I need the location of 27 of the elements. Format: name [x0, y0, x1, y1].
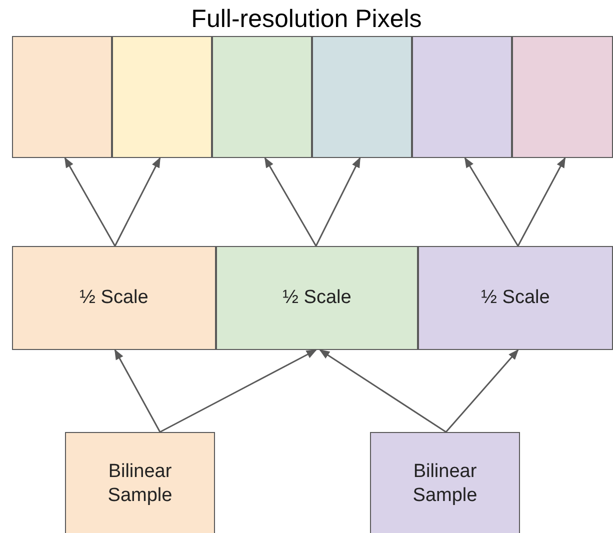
pixel-box	[112, 36, 212, 158]
arrow	[264, 157, 317, 246]
box-label: ½ Scale	[481, 286, 550, 310]
box-label: Bilinear Sample	[412, 460, 478, 508]
arrow	[315, 157, 361, 246]
pixel-box	[512, 36, 613, 158]
box-label: ½ Scale	[80, 286, 148, 310]
arrow	[319, 349, 446, 433]
process-box	[418, 246, 613, 350]
arrow	[464, 157, 519, 246]
pixel-box	[412, 36, 512, 158]
box-label: Bilinear Sample	[106, 460, 174, 508]
arrow	[517, 157, 566, 246]
arrow	[160, 349, 317, 433]
diagram-title: Full-resolution Pixels	[190, 4, 423, 34]
process-box	[216, 246, 418, 350]
pixel-box	[212, 36, 312, 158]
arrow	[64, 157, 116, 246]
pixel-box	[312, 36, 412, 158]
box-label: ½ Scale	[282, 286, 352, 310]
process-box	[12, 246, 216, 350]
arrow	[114, 349, 161, 432]
process-box	[65, 432, 215, 533]
arrow	[445, 349, 519, 432]
process-box	[370, 432, 520, 533]
pixel-box	[12, 36, 112, 158]
arrow	[114, 157, 161, 246]
